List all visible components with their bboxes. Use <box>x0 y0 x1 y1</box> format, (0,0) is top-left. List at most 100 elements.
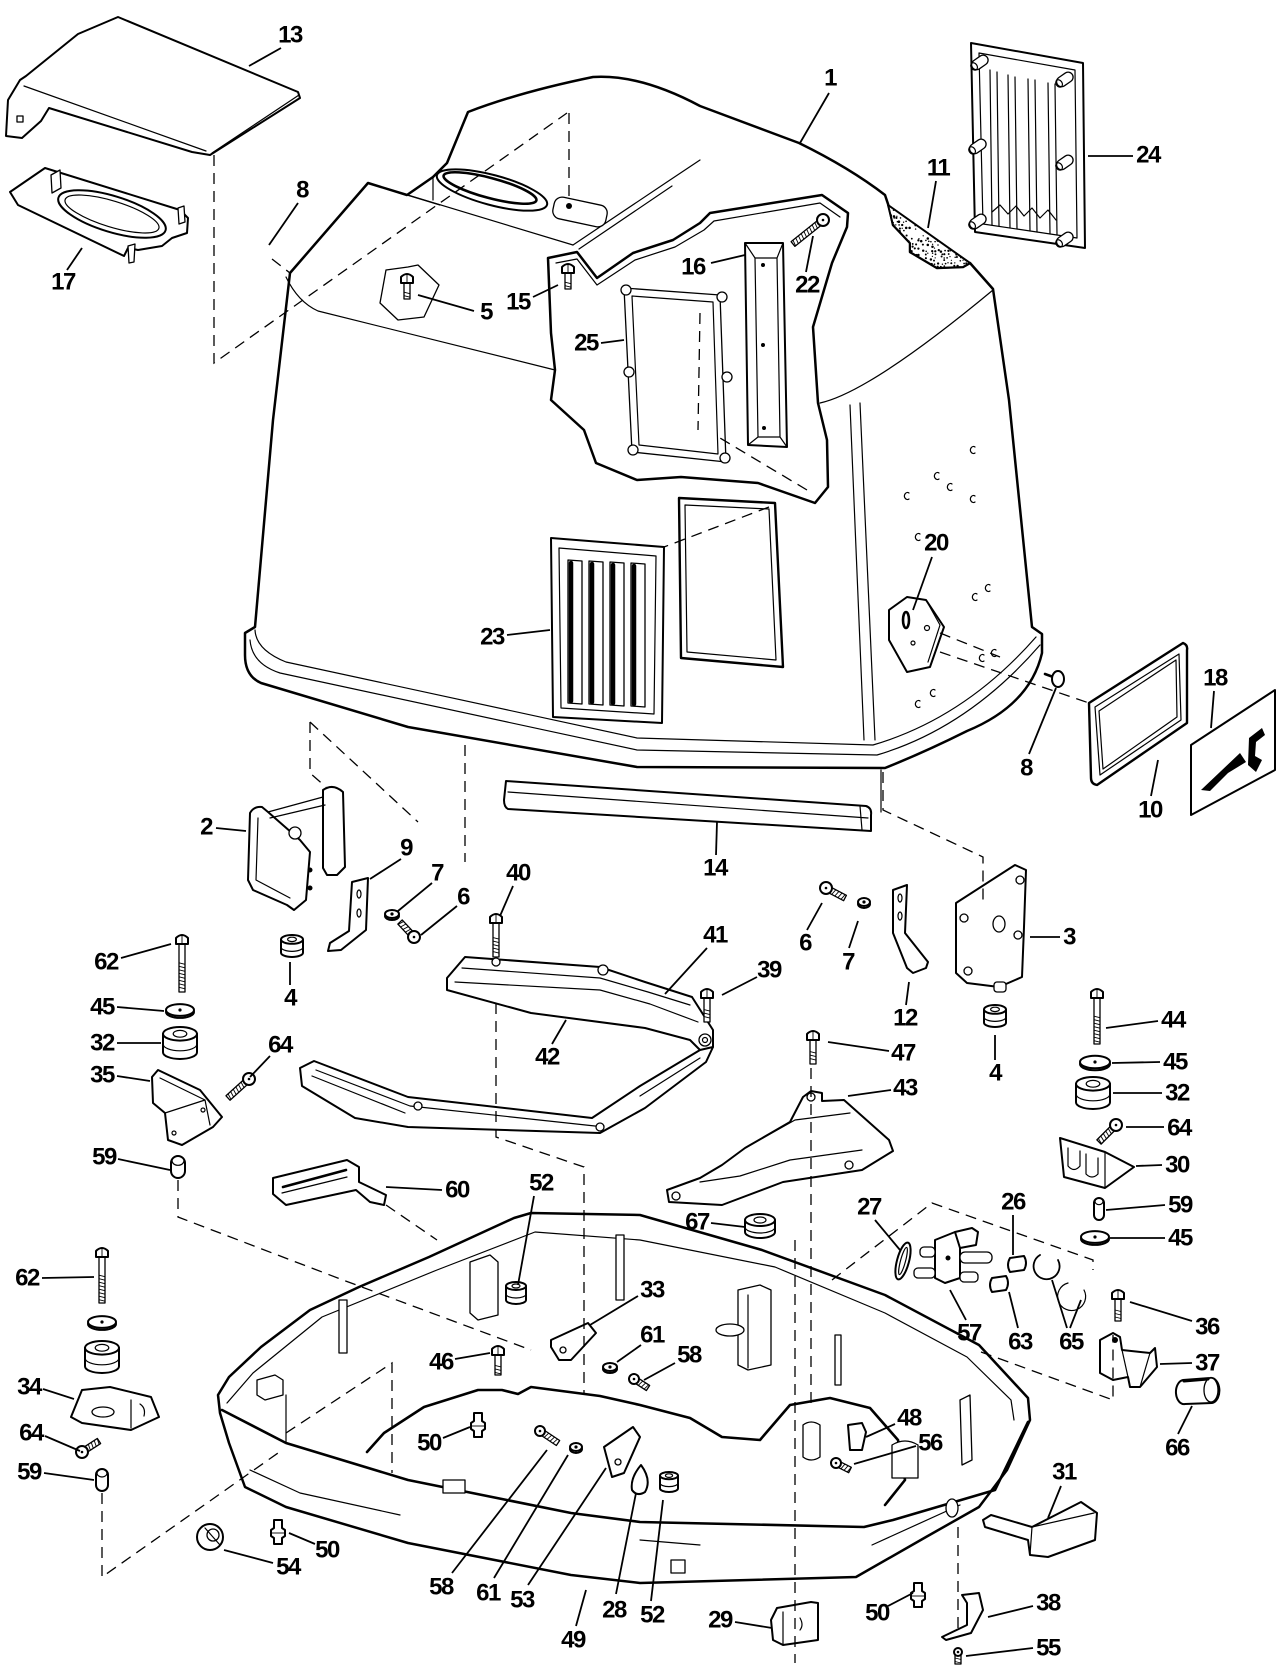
callout: 61 <box>476 1454 569 1607</box>
callout: 57 <box>949 1289 983 1347</box>
callout-number: 7 <box>842 949 855 976</box>
callout: 1 <box>799 65 839 144</box>
callout-number: 1 <box>824 65 837 92</box>
callout-leader-line <box>912 556 933 611</box>
part-60-handle <box>272 1159 387 1206</box>
callout-leader-line <box>853 1445 917 1465</box>
part-35-bracket <box>151 1069 223 1146</box>
callout-number: 50 <box>865 1600 890 1627</box>
callout-number: 4 <box>284 985 298 1012</box>
part-3-bracket <box>955 864 1027 993</box>
part-20-plate <box>888 596 945 673</box>
callout-leader-line <box>949 1289 967 1321</box>
callout-leader-line <box>799 92 830 144</box>
callout-number: 2 <box>200 814 213 841</box>
callout: 6 <box>799 902 823 957</box>
callout-number: 49 <box>561 1627 586 1654</box>
part-18-decal <box>1190 689 1276 816</box>
callout-number: 64 <box>268 1032 294 1059</box>
part-28-grommet <box>630 1464 649 1496</box>
part-14-seal <box>503 780 873 832</box>
callout-number: 42 <box>535 1044 560 1071</box>
callout: 25 <box>574 330 625 357</box>
callout: 45 <box>1111 1049 1189 1076</box>
part-63-cap <box>989 1275 1009 1293</box>
callout-leader-line <box>417 294 475 312</box>
callout: 27 <box>857 1194 901 1251</box>
callout-leader-line <box>1008 1291 1019 1329</box>
callout: 47 <box>827 1040 917 1067</box>
callout-number: 55 <box>1036 1635 1061 1662</box>
callout: 23 <box>480 624 551 651</box>
callout-leader-line <box>43 1472 95 1481</box>
callout: 48 <box>865 1405 923 1438</box>
callout-leader-line <box>589 1295 639 1326</box>
callout-number: 45 <box>1168 1225 1193 1252</box>
upper-cowl-side-window <box>677 496 785 669</box>
callout: 20 <box>912 530 950 611</box>
callout: 26 <box>1001 1189 1027 1255</box>
callout-number: 16 <box>681 254 706 281</box>
part-5-screw <box>400 273 414 300</box>
part-59-pin-right <box>1093 1197 1105 1221</box>
callout-number: 35 <box>90 1062 115 1089</box>
callout: 39 <box>721 957 783 996</box>
part-4-grommet-right <box>983 1004 1007 1028</box>
callout-number: 62 <box>15 1265 40 1292</box>
part-42-frame-upper-arm <box>446 956 714 1053</box>
part-45-washer <box>165 1003 195 1019</box>
part-48-fitting <box>847 1422 867 1451</box>
part-41-frame-lower-arm <box>299 1046 714 1134</box>
grille-peg <box>1055 231 1074 248</box>
callout: 58 <box>429 1449 548 1601</box>
callout-leader-line <box>249 1055 271 1078</box>
callout-leader-line <box>1105 1020 1159 1029</box>
callout: 64 <box>1126 1115 1194 1142</box>
callout: 67 <box>685 1209 746 1236</box>
callout-leader-line <box>442 1426 471 1439</box>
callout: 65 <box>1051 1279 1085 1356</box>
callout: 54 <box>223 1549 303 1581</box>
callout-number: 31 <box>1052 1459 1077 1486</box>
part-32-grommet <box>162 1026 198 1060</box>
callout-number: 59 <box>1168 1192 1193 1219</box>
callout-leader-line <box>66 247 83 271</box>
part-58-screw-lower <box>534 1425 561 1447</box>
part-66-sleeve <box>1174 1376 1221 1406</box>
callout-number: 46 <box>429 1349 454 1376</box>
callout-leader-line <box>805 235 814 273</box>
callout: 40 <box>499 860 532 917</box>
callout-number: 48 <box>897 1405 922 1432</box>
callout: 61 <box>616 1322 666 1363</box>
callout: 32 <box>1113 1080 1191 1107</box>
callout-leader-line <box>268 202 299 246</box>
foam-stipple <box>889 209 968 268</box>
callout-number: 59 <box>92 1144 117 1171</box>
callout-leader-line <box>965 1647 1034 1657</box>
callout: 50 <box>288 1532 341 1564</box>
callout-leader-line <box>721 976 758 996</box>
callout-leader-line <box>847 1089 892 1097</box>
part-44-bolt <box>1090 988 1104 1045</box>
callout-leader-line <box>42 1388 75 1400</box>
callout: 8 <box>1020 687 1057 782</box>
callout: 7 <box>397 860 446 912</box>
part-61-washer-lower <box>569 1442 583 1454</box>
grille-peg <box>968 213 987 230</box>
part-23-vent <box>550 537 665 724</box>
callout-number: 11 <box>927 155 951 182</box>
callout: 59 <box>17 1459 95 1486</box>
callout-number: 5 <box>480 299 493 326</box>
callout-number: 58 <box>429 1574 454 1601</box>
callout-number: 8 <box>296 177 309 204</box>
callout-number: 18 <box>1203 665 1228 692</box>
callout-leader-line <box>44 1435 81 1452</box>
callout-leader-line <box>527 1467 607 1586</box>
callout-leader-line <box>454 1352 491 1360</box>
callout-number: 45 <box>1163 1049 1188 1076</box>
callout-number: 63 <box>1008 1329 1033 1356</box>
callout-leader-line <box>41 1276 95 1279</box>
callout: 46 <box>429 1349 491 1376</box>
callout: 17 <box>51 247 83 296</box>
